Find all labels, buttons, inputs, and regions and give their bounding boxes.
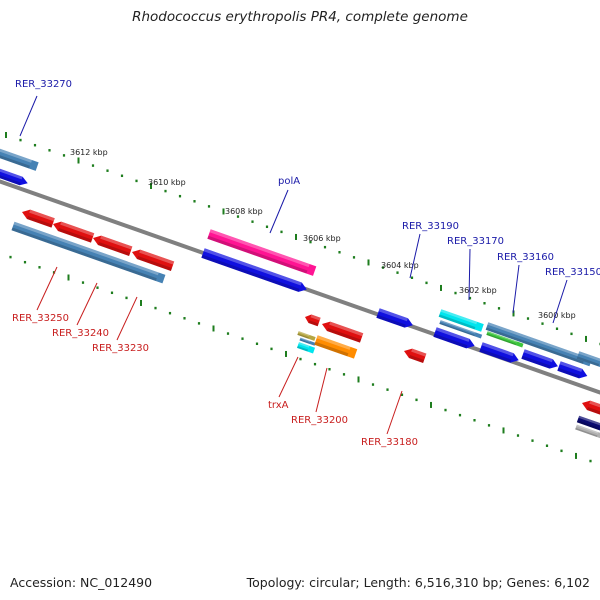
ruler-label: 3610 kbp: [148, 178, 186, 187]
callout-line: [269, 189, 289, 234]
ruler-label: 3608 kbp: [225, 207, 263, 216]
cds-feature[interactable]: [433, 327, 476, 350]
ruler-label: 3612 kbp: [70, 148, 108, 157]
genome-title: Rhodococcus erythropolis PR4, complete g…: [132, 9, 468, 25]
reverse-gene-label[interactable]: trxA: [268, 400, 289, 411]
reverse-cds-feature[interactable]: [402, 346, 427, 364]
reverse-cds-feature[interactable]: [304, 313, 321, 327]
callout-line: [409, 233, 421, 279]
highlight-feature[interactable]: [438, 309, 484, 332]
highlight-feature[interactable]: [297, 342, 316, 354]
kbp-ruler: 3612 kbp 3610 kbp 3608 kbp 3606 kbp 3604 kbp…: [70, 148, 576, 320]
callout-line: [19, 95, 38, 137]
gene-feature[interactable]: [485, 322, 593, 367]
gene-callouts: RER_33270 polA RER_33190RER_33170RER_33160…: [12, 79, 600, 448]
callout-line: [76, 282, 98, 326]
gene-feature[interactable]: [299, 337, 316, 346]
forward-gene-label[interactable]: RER_33170: [447, 236, 504, 247]
misc-feature[interactable]: [575, 424, 600, 440]
reverse-gene-label[interactable]: RER_33250: [12, 313, 69, 324]
callout-line: [386, 390, 403, 435]
ruler-label: 3602 kbp: [459, 286, 497, 295]
callout-line: [512, 264, 520, 314]
forward-gene-label[interactable]: RER_33270: [15, 79, 72, 90]
forward-gene-label[interactable]: polA: [278, 176, 300, 187]
reverse-gene-label[interactable]: RER_33180: [361, 437, 418, 448]
reverse-cds-feature[interactable]: [130, 247, 175, 271]
accession-label: Accession: NC_012490: [10, 575, 153, 590]
gene-feature[interactable]: [576, 351, 600, 369]
callout-line: [315, 367, 328, 413]
reverse-gene-label[interactable]: RER_33200: [291, 415, 348, 426]
callout-line: [36, 266, 58, 311]
gene-feature[interactable]: [11, 221, 166, 284]
reverse-gene-label[interactable]: RER_33240: [52, 328, 109, 339]
misc-feature[interactable]: [314, 335, 358, 359]
forward-gene-label[interactable]: RER_33160: [497, 252, 554, 263]
genome-summary: Topology: circular; Length: 6,516,310 bp…: [246, 575, 590, 590]
cds-feature[interactable]: [376, 308, 414, 330]
cds-feature[interactable]: [521, 349, 559, 371]
cds-feature[interactable]: [0, 165, 29, 188]
green-feature[interactable]: [486, 331, 524, 348]
reverse-cds-feature[interactable]: [320, 319, 364, 343]
callout-line: [468, 248, 471, 301]
polA-cds-feature[interactable]: [201, 248, 308, 294]
callout-line: [278, 356, 299, 398]
forward-gene-label[interactable]: RER_33190: [402, 221, 459, 232]
callout-line: [552, 279, 568, 324]
gene-feature[interactable]: [0, 145, 39, 171]
minor-ticks: [5, 132, 600, 463]
reverse-cds-feature[interactable]: [91, 233, 133, 256]
cds-feature[interactable]: [557, 361, 589, 380]
polA-gene-feature[interactable]: [207, 229, 317, 276]
reverse-cds-feature[interactable]: [580, 398, 600, 417]
gene-feature[interactable]: [439, 320, 483, 339]
reverse-gene-label[interactable]: RER_33230: [92, 343, 149, 354]
ruler-label: 3604 kbp: [381, 261, 419, 270]
gene-features: [0, 145, 600, 440]
reverse-cds-feature[interactable]: [20, 207, 55, 228]
ruler-label: 3606 kbp: [303, 234, 341, 243]
misc-feature[interactable]: [297, 331, 316, 341]
callout-line: [116, 296, 138, 341]
reverse-cds-feature[interactable]: [51, 219, 95, 243]
cds-feature[interactable]: [479, 342, 520, 365]
ruler-label: 3600 kbp: [538, 311, 576, 320]
forward-gene-label[interactable]: RER_33150: [545, 267, 600, 278]
